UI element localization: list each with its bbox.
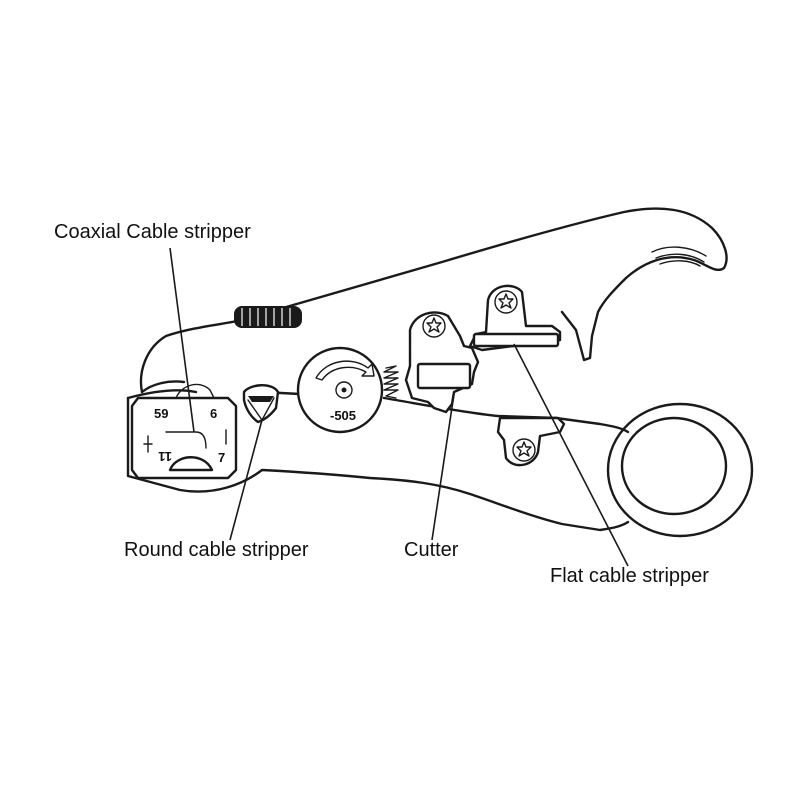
lower-body-top-edge-right bbox=[382, 396, 630, 434]
upper-handle-inner-edge bbox=[140, 380, 186, 394]
label-cutter: Cutter bbox=[404, 539, 459, 561]
round-stripper-shadow bbox=[248, 396, 274, 402]
leader-flat bbox=[513, 343, 629, 567]
coaxial-blade-housing bbox=[130, 396, 238, 480]
dial-direction-arrow bbox=[315, 360, 375, 381]
lower-clip bbox=[496, 416, 566, 467]
thumb-wheel bbox=[234, 306, 302, 328]
lower-jaw-lip bbox=[126, 389, 198, 400]
leader-coaxial bbox=[169, 247, 195, 433]
dial-center-ring bbox=[335, 381, 353, 399]
coaxial-side-mark bbox=[143, 435, 153, 453]
star-screw-icon bbox=[516, 441, 532, 457]
cutter-lever bbox=[404, 311, 480, 414]
round-stripper-housing bbox=[242, 384, 280, 424]
coaxial-notch-top bbox=[175, 383, 215, 399]
star-screw-icon bbox=[426, 317, 442, 333]
coaxial-inner-channel bbox=[165, 431, 207, 449]
cutter-blade bbox=[416, 362, 472, 390]
grip-slot bbox=[655, 253, 705, 263]
label-round-cable-stripper: Round cable stripper bbox=[124, 539, 309, 561]
grip-slot bbox=[651, 246, 707, 257]
cutter-assembly bbox=[404, 311, 480, 414]
flat-stripper-assembly bbox=[468, 284, 562, 352]
model-marking: -505 bbox=[330, 408, 356, 423]
cutter-pivot-screw bbox=[422, 314, 446, 338]
leader-round bbox=[229, 419, 263, 541]
dial-center-hub bbox=[341, 387, 347, 393]
round-stripper-block bbox=[242, 384, 280, 424]
size-marking-6: 6 bbox=[210, 406, 217, 421]
callouts: Coaxial Cable stripper Round cable strip… bbox=[54, 221, 709, 587]
flat-stripper-bar bbox=[472, 332, 560, 348]
label-coaxial-cable-stripper: Coaxial Cable stripper bbox=[54, 221, 251, 243]
grip-slot bbox=[659, 260, 701, 267]
flat-stripper-screw bbox=[494, 290, 518, 314]
leader-cutter bbox=[431, 393, 455, 541]
thumb-wheel-knurl bbox=[234, 306, 302, 328]
blade-dial: -505 bbox=[296, 346, 384, 434]
label-flat-cable-stripper: Flat cable stripper bbox=[550, 565, 709, 587]
ring-handle-outer bbox=[606, 402, 754, 538]
ring-handle-inner bbox=[620, 416, 728, 516]
coaxial-bottom-cutout bbox=[168, 456, 214, 472]
lower-clip-screw bbox=[512, 438, 536, 462]
size-marking-7: 7 bbox=[218, 450, 225, 465]
coaxial-stripper-block: 59 6 11 7 bbox=[130, 383, 238, 480]
upper-handle-outline bbox=[139, 207, 728, 394]
size-marking-59: 59 bbox=[154, 406, 168, 421]
star-screw-icon bbox=[498, 293, 514, 309]
spring-icon bbox=[383, 365, 399, 399]
size-marking-11: 11 bbox=[158, 449, 172, 464]
